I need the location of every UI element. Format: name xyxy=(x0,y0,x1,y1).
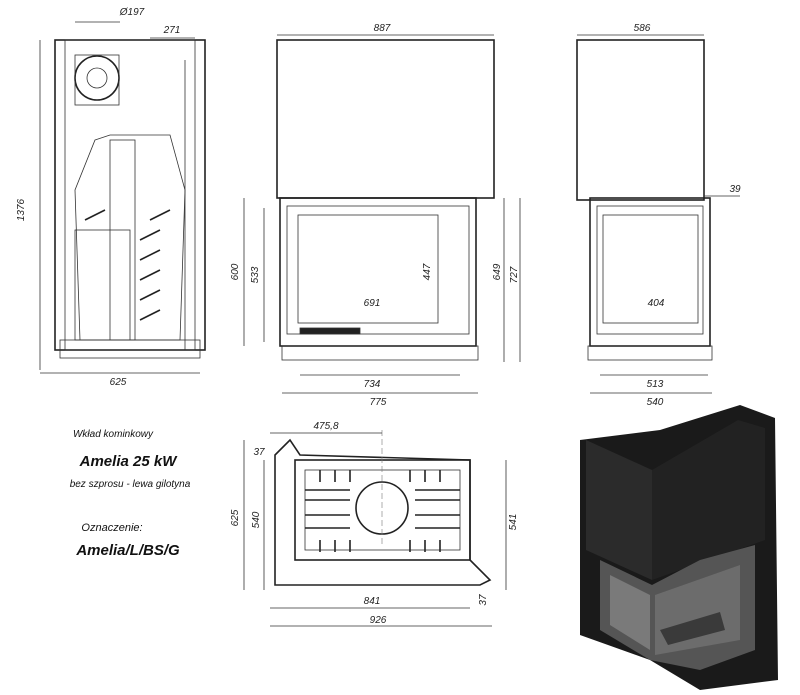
dim-side-height: 649 xyxy=(492,263,503,280)
dim-depth: 625 xyxy=(230,509,241,526)
front-view: 887 600 533 447 691 649 727 734 775 xyxy=(230,23,521,408)
dim-corner-top: 37 xyxy=(253,447,265,458)
dim-total-height: 727 xyxy=(509,266,520,283)
dim-glass-height: 447 xyxy=(422,263,433,280)
fireplace-render xyxy=(580,405,778,690)
right-view: 586 39 404 513 540 xyxy=(576,23,741,408)
model-name: Amelia 25 kW xyxy=(79,453,179,470)
dim-glass-width: 691 xyxy=(364,298,381,309)
dim-height: 1376 xyxy=(16,198,27,221)
dim-frame-width: 775 xyxy=(370,397,387,408)
dim-depth: 625 xyxy=(110,377,127,388)
dim-inner-width: 841 xyxy=(364,596,381,607)
top-view: 475,8 37 625 540 541 841 37 926 xyxy=(230,421,519,627)
dim-frame-height: 600 xyxy=(230,263,241,280)
designation: Amelia/L/BS/G xyxy=(75,542,180,559)
dim-opening-height: 533 xyxy=(250,266,261,283)
dim-flue-offset: 475,8 xyxy=(313,421,338,432)
dim-flue-offset: 271 xyxy=(163,25,181,36)
dim-width: 586 xyxy=(634,23,651,34)
dim-flue-diameter: Ø197 xyxy=(119,7,145,18)
dim-base-width: 513 xyxy=(647,379,664,390)
product-type: Wkład kominkowy xyxy=(73,429,154,440)
title-block: Wkład kominkowy Amelia 25 kW bez szprosu… xyxy=(70,429,191,559)
dim-glass-width: 404 xyxy=(648,298,665,309)
side-view: Ø197 271 1376 625 xyxy=(16,7,206,388)
variant: bez szprosu - lewa gilotyna xyxy=(70,479,191,490)
designation-label: Oznaczenie: xyxy=(81,522,142,534)
dim-total-width: 926 xyxy=(370,615,387,626)
dim-inner-depth: 540 xyxy=(251,511,262,528)
dim-base-width: 734 xyxy=(364,379,381,390)
dim-width: 887 xyxy=(374,23,391,34)
dim-corner-bottom: 37 xyxy=(478,594,489,606)
dim-offset: 39 xyxy=(729,184,741,195)
dim-frame-width: 540 xyxy=(647,397,664,408)
dim-right-depth: 541 xyxy=(508,514,519,531)
